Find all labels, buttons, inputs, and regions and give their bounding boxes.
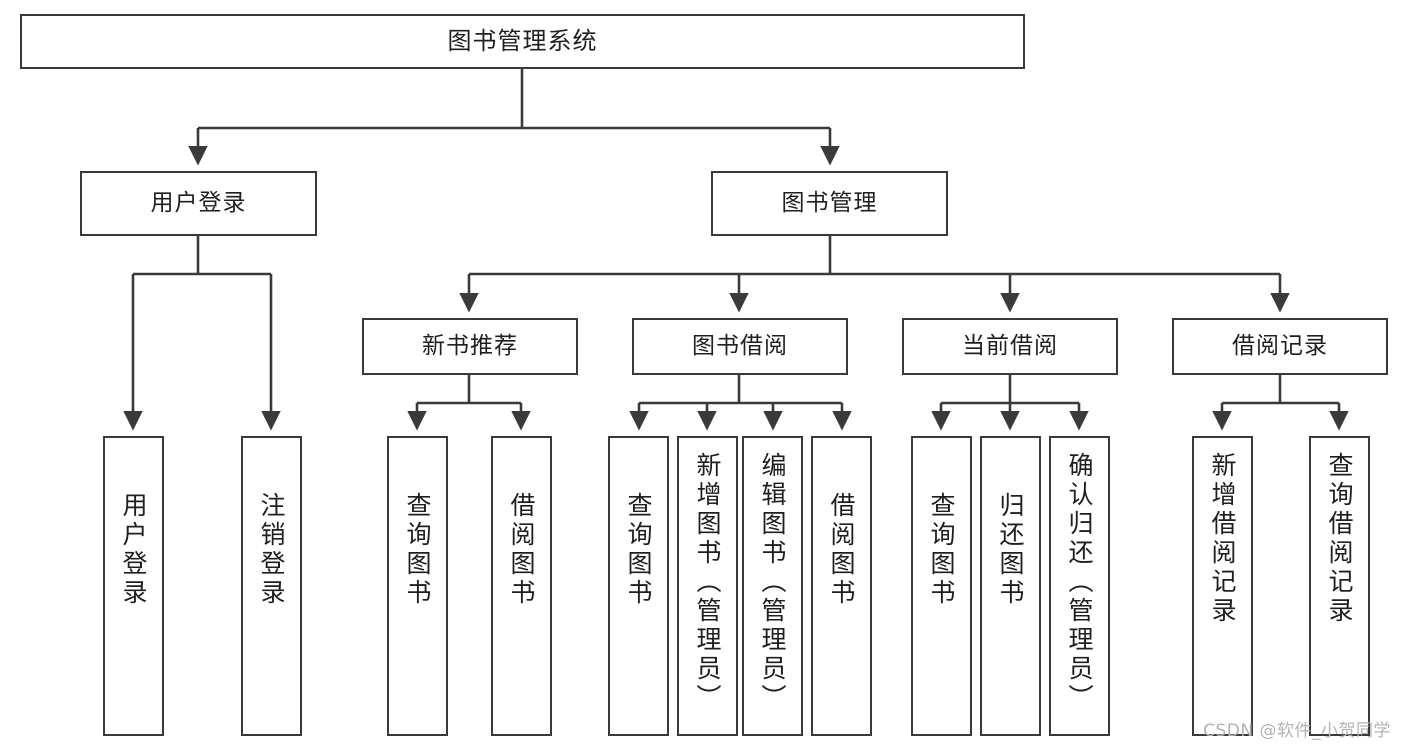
node-label: 用户登录 (119, 492, 148, 608)
leaf-query-book-newrec[interactable]: 查询图书 (387, 436, 448, 736)
node-book-borrow[interactable]: 图书借阅 (632, 318, 848, 375)
node-label: 用户登录 (150, 190, 247, 217)
node-label: 借阅图书 (827, 492, 856, 608)
node-new-book-recommend[interactable]: 新书推荐 (362, 318, 578, 375)
node-label: 确认归还（管理员） (1065, 452, 1094, 713)
node-label: 编辑图书（管理员） (758, 452, 787, 713)
node-current-borrow[interactable]: 当前借阅 (902, 318, 1118, 375)
node-label: 图书借阅 (692, 333, 788, 360)
node-root-book-management-system[interactable]: 图书管理系统 (20, 14, 1025, 69)
leaf-confirm-return-admin[interactable]: 确认归还（管理员） (1049, 436, 1110, 736)
leaf-borrow-book-newrec[interactable]: 借阅图书 (491, 436, 552, 736)
node-label: 图书管理 (781, 190, 878, 217)
leaf-return-book[interactable]: 归还图书 (980, 436, 1041, 736)
leaf-add-book-admin[interactable]: 新增图书（管理员） (677, 436, 738, 736)
leaf-logout[interactable]: 注销登录 (241, 436, 302, 736)
leaf-query-book-borrow[interactable]: 查询图书 (608, 436, 669, 736)
leaf-query-borrow-record[interactable]: 查询借阅记录 (1309, 436, 1370, 736)
node-label: 新增借阅记录 (1208, 452, 1237, 626)
node-label: 借阅图书 (507, 492, 536, 608)
node-label: 查询图书 (403, 492, 432, 608)
node-label: 新增图书（管理员） (693, 452, 722, 713)
node-borrow-record[interactable]: 借阅记录 (1172, 318, 1388, 375)
node-label: 查询借阅记录 (1325, 452, 1354, 626)
node-label: 图书管理系统 (447, 26, 598, 55)
leaf-borrow-book[interactable]: 借阅图书 (811, 436, 872, 736)
node-label: 当前借阅 (962, 333, 1058, 360)
watermark-text: CSDN @软件_小贺同学 (1203, 721, 1391, 741)
leaf-add-borrow-record[interactable]: 新增借阅记录 (1192, 436, 1253, 736)
node-label: 新书推荐 (422, 333, 518, 360)
leaf-query-book-current[interactable]: 查询图书 (911, 436, 972, 736)
node-label: 注销登录 (257, 492, 286, 608)
leaf-user-login[interactable]: 用户登录 (103, 436, 164, 736)
node-label: 查询图书 (624, 492, 653, 608)
leaf-edit-book-admin[interactable]: 编辑图书（管理员） (742, 436, 803, 736)
node-label: 借阅记录 (1232, 333, 1328, 360)
node-label: 归还图书 (996, 492, 1025, 608)
node-user-login[interactable]: 用户登录 (80, 171, 317, 236)
node-label: 查询图书 (927, 492, 956, 608)
node-book-management[interactable]: 图书管理 (711, 171, 948, 236)
